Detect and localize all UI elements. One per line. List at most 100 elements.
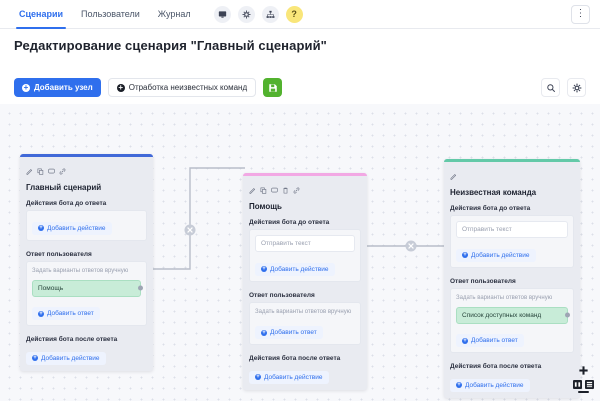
plus-icon: +: [462, 252, 468, 258]
node-title: Главный сценарий: [26, 183, 102, 192]
plus-icon: +: [261, 329, 267, 336]
comment-icon[interactable]: [271, 181, 278, 199]
row-add-action-after: + Добавить действие: [243, 365, 367, 390]
fit-view-button[interactable]: [573, 380, 582, 389]
settings-button[interactable]: [567, 78, 586, 97]
zoom-in-button[interactable]: [578, 365, 589, 378]
help-icon[interactable]: ?: [285, 5, 303, 23]
add-action-button[interactable]: + Добавить действие: [450, 378, 530, 392]
edit-icon[interactable]: [26, 162, 33, 180]
node-header: Главный сценарий: [20, 157, 153, 196]
plus-icon: +: [32, 355, 38, 362]
copy-icon[interactable]: [37, 162, 44, 180]
reply-chip-commands-list[interactable]: Список доступных команд: [456, 306, 570, 324]
nav-tab-users[interactable]: Пользователи: [72, 0, 149, 29]
nav-tab-label: Пользователи: [81, 9, 140, 19]
send-text-field[interactable]: Отправить текст: [255, 235, 355, 252]
section-label-user-reply: Ответ пользователя: [249, 291, 315, 299]
add-action-label: Добавить действие: [47, 224, 106, 232]
search-button[interactable]: [541, 78, 560, 97]
output-port[interactable]: [565, 312, 570, 318]
plus-icon: +: [255, 374, 261, 381]
panel-user-reply: Задать варианты ответов вручную + Добави…: [249, 301, 361, 346]
plus-icon: [579, 366, 588, 375]
add-node-button[interactable]: + Добавить узел: [14, 78, 101, 97]
gear-icon[interactable]: [237, 5, 255, 23]
row-add-action-after: + Добавить действие: [444, 373, 580, 398]
overflow-menu-button[interactable]: ⋮: [571, 4, 590, 24]
zoom-view-buttons: [573, 380, 594, 389]
output-port[interactable]: [138, 285, 143, 291]
reply-chip-label: Помощь: [38, 284, 64, 292]
nav-tab-label: Журнал: [157, 9, 191, 19]
reply-chip-pomosch[interactable]: Помощь: [32, 279, 143, 297]
node-title: Помощь: [249, 202, 282, 211]
row-add-action-after: + Добавить действие: [20, 346, 153, 371]
copy-icon[interactable]: [260, 181, 267, 199]
panel-bot-actions-before: + Добавить действие: [26, 210, 147, 241]
nav-tab-scenarios[interactable]: Сценарии: [10, 0, 72, 29]
section-label-user-reply: Ответ пользователя: [450, 277, 516, 285]
node-card-unknown[interactable]: Неизвестная команда Действия бота до отв…: [444, 159, 580, 398]
overflow-menu-glyph: ⋮: [575, 8, 586, 19]
plus-icon: +: [38, 310, 44, 317]
node-accent-bar: [444, 159, 580, 162]
editor-toolbar: + Добавить узел + Отработка неизвестных …: [14, 78, 283, 97]
add-action-button[interactable]: + Добавить действие: [456, 248, 536, 262]
add-action-label: Добавить действие: [471, 251, 530, 259]
plus-icon: +: [261, 266, 267, 272]
add-reply-label: Добавить ответ: [471, 337, 518, 345]
add-action-button[interactable]: + Добавить действие: [26, 351, 106, 365]
node-card-help[interactable]: Помощь Действия бота до ответа Отправить…: [243, 173, 367, 390]
save-button[interactable]: [263, 78, 283, 97]
section-label-user-reply: Ответ пользователя: [26, 250, 92, 258]
close-icon: [408, 243, 414, 249]
grid-icon: [586, 381, 593, 388]
add-reply-label: Добавить ответ: [270, 329, 317, 337]
add-reply-button[interactable]: + Добавить ответ: [456, 334, 524, 348]
manual-variants-hint: Задать варианты ответов вручную: [456, 294, 553, 301]
add-reply-button[interactable]: + Добавить ответ: [255, 326, 323, 340]
link-icon[interactable]: [59, 162, 66, 180]
trash-icon[interactable]: [282, 181, 289, 199]
node-action-icons: [450, 167, 574, 185]
add-action-label: Добавить действие: [264, 373, 323, 381]
node-accent-bar: [20, 154, 153, 157]
nav-tab-label: Сценарии: [19, 9, 64, 19]
add-action-button[interactable]: + Добавить действие: [249, 370, 329, 384]
zoom-out-button[interactable]: [578, 391, 589, 393]
panel-user-reply: Задать варианты ответов вручную Список д…: [450, 287, 574, 354]
section-label-bot-after: Действия бота после ответа: [450, 363, 542, 371]
add-action-button[interactable]: + Добавить действие: [255, 262, 335, 276]
node-action-icons: [249, 181, 361, 199]
add-node-label: Добавить узел: [34, 83, 93, 92]
link-icon[interactable]: [293, 181, 300, 199]
plus-icon: +: [38, 225, 44, 231]
comment-icon[interactable]: [48, 162, 55, 180]
editor-toolbar-right: [541, 78, 586, 97]
add-reply-button[interactable]: + Добавить ответ: [32, 307, 100, 321]
nav-tab-journal[interactable]: Журнал: [149, 0, 200, 29]
send-text-field[interactable]: Отправить текст: [456, 221, 568, 238]
sitemap-icon[interactable]: [261, 5, 279, 23]
manual-variants-hint: Задать варианты ответов вручную: [255, 308, 352, 315]
grid-view-button[interactable]: [585, 380, 594, 389]
section-label-bot-after: Действия бота после ответа: [26, 336, 118, 344]
node-accent-bar: [243, 173, 367, 176]
scenario-canvas[interactable]: Главный сценарий Действия бота до ответа…: [0, 104, 600, 401]
add-reply-label: Добавить ответ: [47, 310, 94, 318]
top-navigation-bar: Сценарии Пользователи Журнал: [0, 0, 600, 29]
plus-icon: +: [22, 82, 30, 92]
monitor-icon[interactable]: [213, 5, 231, 23]
manual-variants-hint: Задать варианты ответов вручную: [32, 267, 129, 274]
edit-icon[interactable]: [249, 181, 256, 199]
section-label-bot-before: Действия бота до ответа: [249, 219, 330, 226]
search-icon: [546, 83, 555, 92]
add-action-button[interactable]: + Добавить действие: [32, 221, 112, 235]
nav-right-group: ⋮: [571, 4, 590, 24]
edit-icon[interactable]: [450, 167, 457, 185]
unknown-commands-button[interactable]: + Отработка неизвестных команд: [107, 78, 257, 97]
node-action-icons: [26, 162, 147, 180]
node-card-main[interactable]: Главный сценарий Действия бота до ответа…: [20, 154, 153, 371]
